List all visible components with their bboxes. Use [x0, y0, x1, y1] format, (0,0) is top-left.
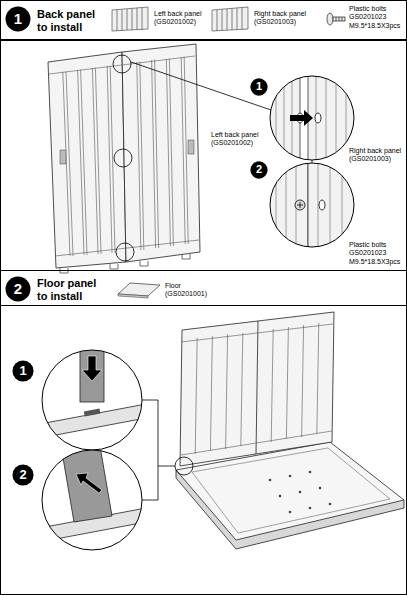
number-label: 2 — [250, 161, 268, 179]
tilt-arrow — [76, 473, 102, 493]
number-label: 2 — [12, 464, 34, 486]
detail-marker — [175, 457, 193, 475]
badge-circle — [12, 464, 33, 485]
bolt-thread — [336, 17, 342, 21]
detail-background — [40, 348, 144, 452]
number-label: 1 — [5, 6, 31, 32]
bolt-hole — [315, 113, 321, 123]
step-title: Back panel to install — [37, 8, 101, 34]
panel-ribs — [276, 74, 346, 164]
bolt-head — [327, 13, 333, 25]
step-header: 2Floor panel to install Floor (GS0201001) — [0, 270, 407, 306]
left-panel-icon — [112, 7, 148, 31]
leader-line — [131, 62, 271, 110]
tilted-panel — [62, 446, 112, 522]
part-label: Plastic bolts GS0201023 M9.5*18.5X3pcs — [349, 5, 407, 30]
callout-number: 1 — [12, 360, 34, 382]
floor-holes — [269, 471, 332, 514]
detail-circle — [42, 350, 142, 450]
detail-view — [40, 348, 146, 452]
badge-circle — [6, 277, 31, 302]
zoom-detail — [268, 74, 358, 164]
panel-ribs — [49, 56, 199, 256]
detail-leader — [142, 400, 193, 500]
illustration-frame — [1, 306, 407, 595]
back-panel-outline — [180, 312, 334, 466]
detail-marker — [116, 243, 134, 261]
down-arrow — [82, 356, 102, 381]
part-label: Left back panel (GS0201002) — [154, 10, 210, 27]
standing-back-panel — [180, 312, 334, 466]
floor-outline — [118, 283, 160, 296]
detail-markers — [113, 55, 312, 261]
detail-marker — [113, 55, 131, 73]
panel-ribs — [181, 323, 333, 455]
panel-slot — [60, 150, 66, 164]
panel-outline — [112, 7, 148, 31]
floor-icon — [118, 283, 160, 298]
step-number: 2 — [5, 276, 31, 302]
callout-number: 2 — [250, 161, 268, 179]
back-panel-drawing — [48, 44, 200, 273]
part-label: Right back panel (GS0201003) — [254, 10, 312, 27]
push-arrow — [290, 110, 313, 126]
floor-slot — [84, 409, 101, 417]
number-label: 1 — [250, 78, 268, 96]
floor-inset — [192, 448, 390, 533]
badge-circle — [250, 78, 267, 95]
floor-edge — [118, 294, 148, 298]
leader-line — [142, 400, 175, 500]
badge-circle — [12, 360, 33, 381]
detail-view — [40, 446, 146, 552]
plastic-bolt — [295, 200, 305, 210]
bolt-icon — [327, 13, 345, 25]
step-header: 1Back panel to install Left back panel (G… — [0, 0, 407, 40]
right-panel-edge — [308, 161, 358, 251]
callout-number: 2 — [12, 464, 34, 486]
zoom-circle — [270, 76, 354, 160]
panel-slot — [188, 140, 194, 154]
left-panel-edge — [268, 161, 308, 251]
part-label: Plastic bolts GS0201023 M9.5*18.5X3pcs — [349, 241, 407, 266]
detail-marker — [114, 149, 132, 167]
number-label: 2 — [5, 276, 31, 302]
panel-seam — [256, 321, 258, 454]
right-back-panel — [122, 44, 200, 262]
panel-ribs — [117, 8, 142, 31]
panel-outline — [212, 7, 248, 31]
bolt-cross — [297, 202, 303, 208]
bolt-hole — [319, 200, 325, 210]
illustration-panel: 1 2 Left back panel (GS0201002) Right back … — [0, 40, 407, 271]
part-label: Right back panel (GS0201003) — [349, 147, 407, 164]
panel-end — [80, 348, 104, 402]
detail-circle — [42, 450, 142, 550]
zoom-detail — [268, 161, 358, 251]
part-label: Floor (GS0201001) — [165, 282, 213, 299]
zoom-circle — [270, 163, 354, 247]
panel-ribs — [217, 8, 242, 31]
right-panel-icon — [212, 7, 248, 31]
badge-circle — [250, 161, 267, 178]
number-label: 1 — [12, 360, 34, 382]
badge-circle — [6, 7, 31, 32]
callout-number: 1 — [250, 78, 268, 96]
bolt-shaft — [333, 17, 345, 21]
part-label: Left back panel (GS0201002) — [211, 131, 269, 148]
step-number: 1 — [5, 6, 31, 32]
step-title: Floor panel to install — [37, 277, 101, 303]
